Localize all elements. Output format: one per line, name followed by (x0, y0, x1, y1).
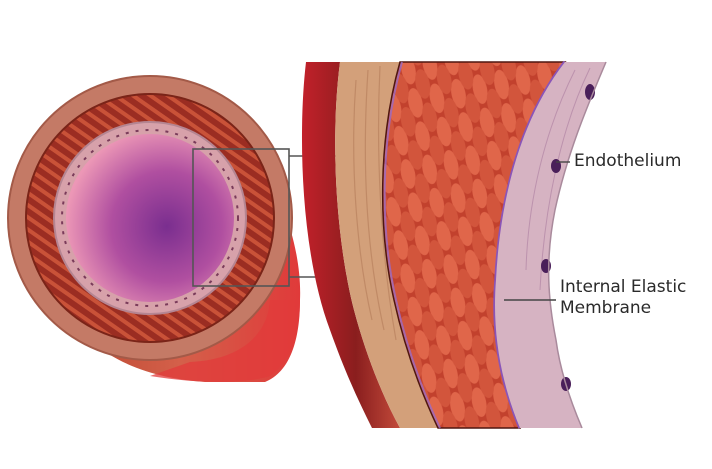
artery-wall-detail (302, 62, 606, 428)
label-internal-elastic-line2: Membrane (560, 298, 686, 319)
lumen (66, 134, 234, 302)
endothelial-nucleus (551, 159, 561, 173)
artery-cross-section (8, 76, 300, 382)
label-internal-elastic-membrane: Internal Elastic Membrane (560, 277, 686, 319)
label-endothelium: Endothelium (574, 151, 681, 172)
label-internal-elastic-line1: Internal Elastic (560, 277, 686, 298)
